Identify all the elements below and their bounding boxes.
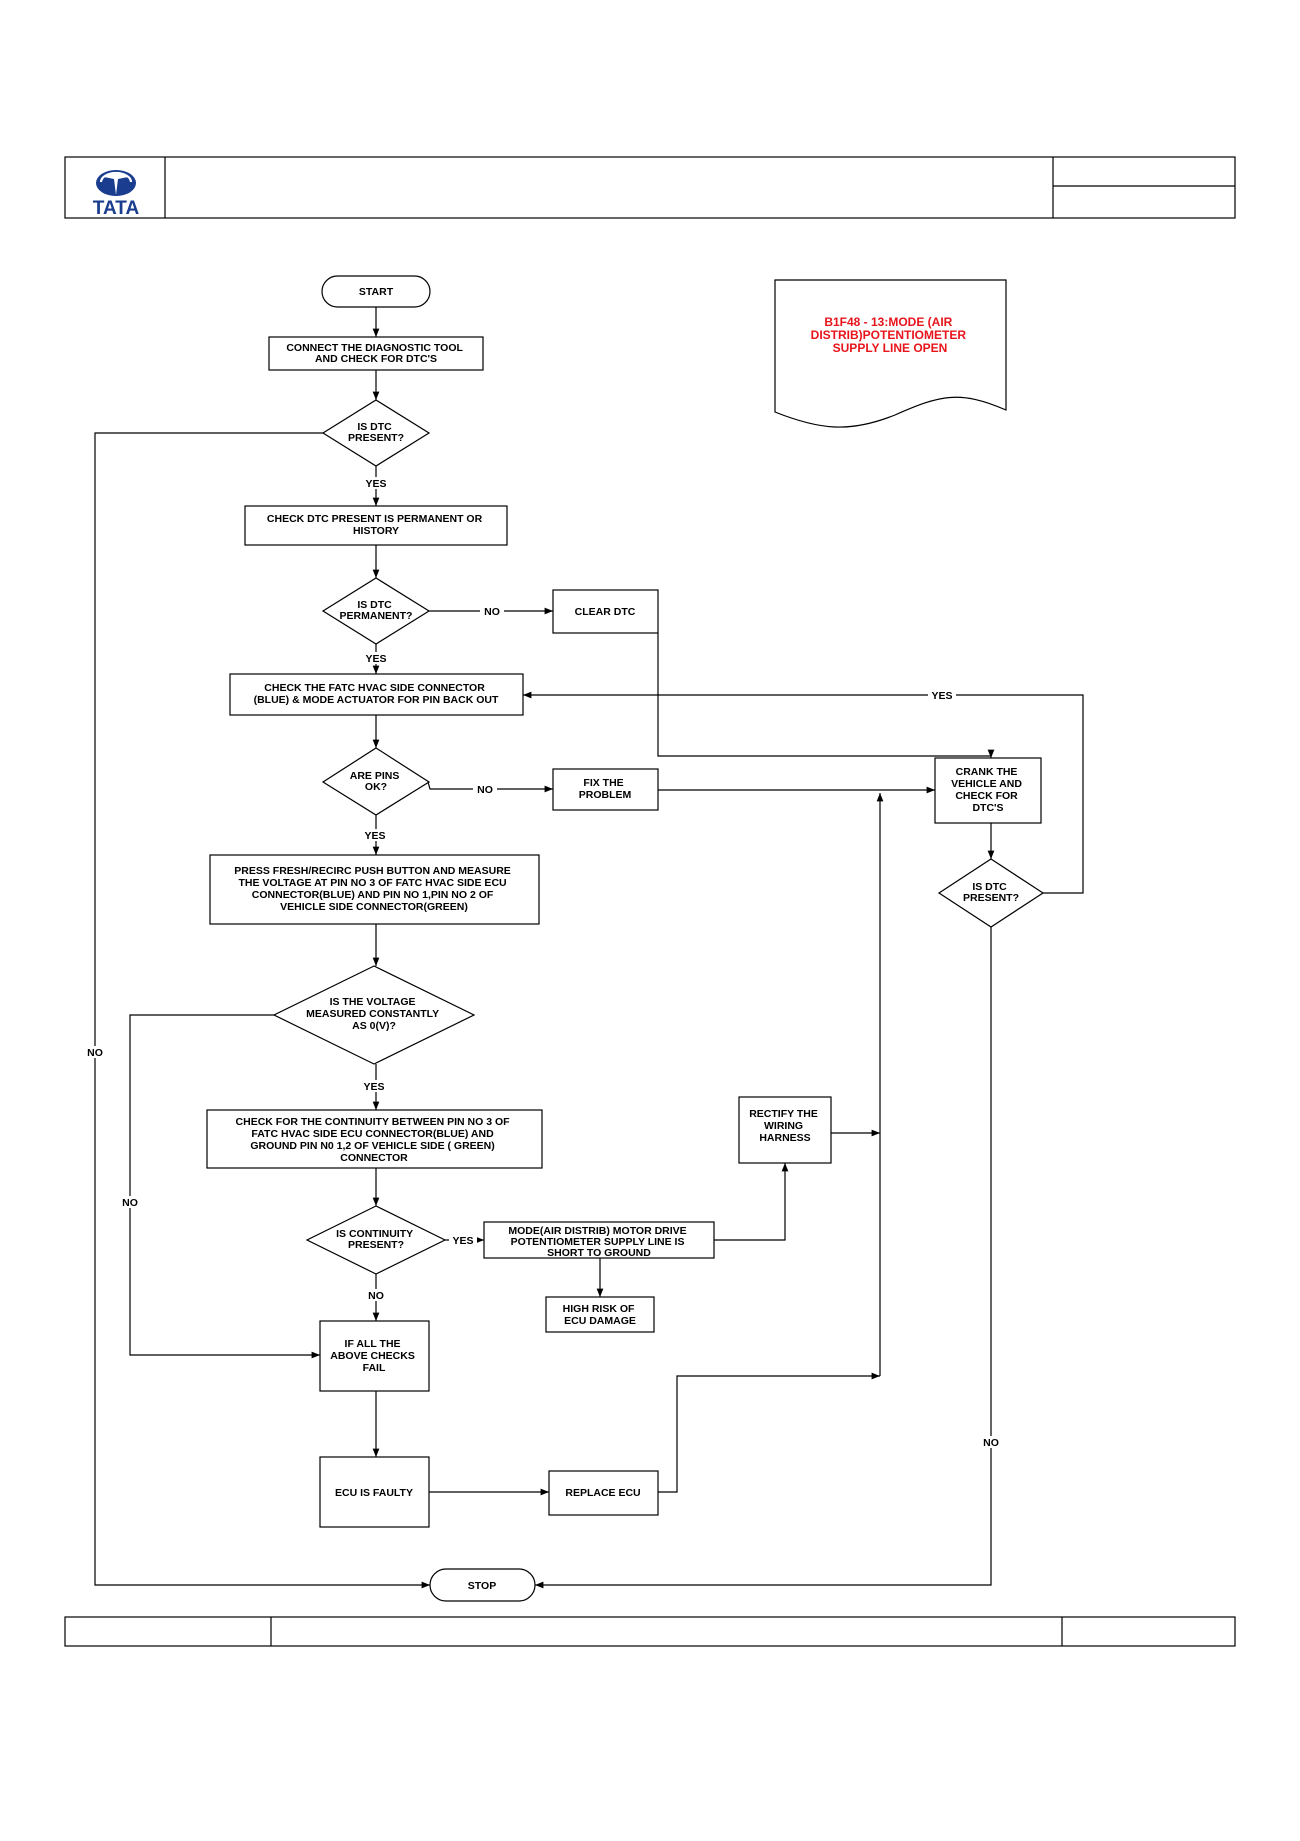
svg-text:IS DTC PRESENT?: IS DTC PRESENT? <box>963 881 1019 904</box>
svg-text:IS DTC PRESENT?: IS DTC PRESENT? <box>348 421 404 444</box>
page-header: TATA <box>64 156 1236 219</box>
dtc-note: B1F48 - 13:MODE (AIR DISTRIB)POTENTIOMET… <box>774 279 1007 428</box>
edge-labels: YES NO YES YES NO YES NO YES NO YES NO N… <box>84 477 1002 1449</box>
svg-text:IS DTC PERMANENT?: IS DTC PERMANENT? <box>340 599 413 622</box>
edge-label-yes: YES <box>365 478 386 490</box>
svg-text:ECU IS FAULTY: ECU IS FAULTY <box>335 1487 413 1499</box>
svg-text:IS CONTINUITY PRESENT?: IS CONTINUITY PRESENT? <box>336 1228 416 1251</box>
decision-is-voltage-zero: IS THE VOLTAGE MEASURED CONSTANTLY AS 0(… <box>272 965 476 1065</box>
svg-text:CLEAR DTC: CLEAR DTC <box>575 606 636 618</box>
svg-text:REPLACE ECU: REPLACE ECU <box>565 1487 640 1499</box>
edge-label-yes: YES <box>365 653 386 665</box>
svg-text:CONNECT THE DIAGNOSTIC TOOL: CONNECT THE DIAGNOSTIC TOOL AND CHECK FO… <box>286 342 465 365</box>
decision-is-dtc-permanent: IS DTC PERMANENT? <box>321 577 431 645</box>
svg-text:PRESS FRESH/RECIRC PUSH BUTTON: PRESS FRESH/RECIRC PUSH BUTTON AND MEASU… <box>234 865 513 913</box>
svg-text:RECTIFY THE WIRING: RECTIFY THE WIRING HARNESS <box>749 1108 821 1144</box>
edge-label-no: NO <box>484 606 500 618</box>
process-crank-vehicle: CRANK THE VEHICLE AND CHECK FOR DTC'S <box>934 757 1042 824</box>
decision-are-pins-ok: ARE PINS OK? <box>321 747 431 816</box>
process-fix-the-problem: FIX THE PROBLEM <box>552 768 659 811</box>
edge-label-no: NO <box>368 1290 384 1302</box>
edge-label-yes: YES <box>363 1081 384 1093</box>
svg-text:ARE PINS OK?: ARE PINS OK? <box>350 770 403 793</box>
page-footer <box>64 1616 1236 1647</box>
svg-text:CHECK FOR THE CONTINUITY BETWE: CHECK FOR THE CONTINUITY BETWEEN PIN NO … <box>236 1116 513 1164</box>
svg-text:IF ALL THE ABOVE CHECKS: IF ALL THE ABOVE CHECKS FAIL <box>330 1338 418 1374</box>
dtc-note-text: B1F48 - 13:MODE (AIR DISTRIB)POTENTIOMET… <box>811 315 970 355</box>
decision-is-continuity-present: IS CONTINUITY PRESENT? <box>305 1205 447 1275</box>
edge-label-yes: YES <box>364 830 385 842</box>
svg-text:STOP: STOP <box>468 1580 496 1592</box>
tata-logo: TATA <box>93 170 140 219</box>
tata-emblem-icon <box>96 170 136 196</box>
process-check-connector-pin-back-out: CHECK THE FATC HVAC SIDE CONNECTOR (BLUE… <box>229 673 524 716</box>
edge-label-no: NO <box>477 784 493 796</box>
svg-text:START: START <box>359 286 394 298</box>
edge-label-no: NO <box>87 1047 103 1059</box>
process-all-checks-fail: IF ALL THE ABOVE CHECKS FAIL <box>319 1320 430 1392</box>
edge-label-yes: YES <box>452 1235 473 1247</box>
process-replace-ecu: REPLACE ECU <box>548 1470 659 1516</box>
edge-label-no: NO <box>983 1437 999 1449</box>
warning-high-risk-ecu-damage: HIGH RISK OF ECU DAMAGE <box>545 1296 655 1333</box>
result-ecu-faulty: ECU IS FAULTY <box>319 1456 430 1528</box>
svg-text:IS THE VOLTAGE MEASURED: IS THE VOLTAGE MEASURED CONSTANTLY AS 0(… <box>306 996 442 1032</box>
svg-text:HIGH RISK OF ECU DAMAGE: HIGH RISK OF ECU DAMAGE <box>563 1303 638 1327</box>
svg-text:CRANK THE VEHICLE AND: CRANK THE VEHICLE AND CHECK FOR DTC'S <box>951 766 1025 814</box>
process-press-measure-voltage: PRESS FRESH/RECIRC PUSH BUTTON AND MEASU… <box>209 854 540 925</box>
edge-label-no: NO <box>122 1197 138 1209</box>
process-clear-dtc: CLEAR DTC <box>552 589 659 634</box>
svg-text:MODE(AIR DISTRIB) MOTOR DRIVE: MODE(AIR DISTRIB) MOTOR DRIVE POTENTIOME… <box>508 1225 689 1259</box>
process-check-continuity: CHECK FOR THE CONTINUITY BETWEEN PIN NO … <box>206 1109 543 1169</box>
process-rectify-wiring-harness: RECTIFY THE WIRING HARNESS <box>738 1096 832 1164</box>
start-terminator: START <box>321 275 431 308</box>
connectors <box>94 307 1084 1589</box>
decision-is-dtc-present-recheck: IS DTC PRESENT? <box>937 858 1045 928</box>
process-connect-diagnostic-tool: CONNECT THE DIAGNOSTIC TOOL AND CHECK FO… <box>268 336 484 371</box>
stop-terminator: STOP <box>429 1568 536 1602</box>
svg-text:CHECK DTC PRESENT IS PERMANEN: CHECK DTC PRESENT IS PERMANENT OR HISTOR… <box>267 513 485 537</box>
svg-text:CHECK THE FATC HVAC SIDE CONNE: CHECK THE FATC HVAC SIDE CONNECTOR (BLUE… <box>254 682 499 706</box>
svg-text:FIX THE PROBLEM: FIX THE PROBLEM <box>579 777 632 801</box>
decision-is-dtc-present: IS DTC PRESENT? <box>321 399 431 467</box>
result-short-to-ground: MODE(AIR DISTRIB) MOTOR DRIVE POTENTIOME… <box>483 1221 715 1259</box>
edge-label-yes: YES <box>931 690 952 702</box>
tata-wordmark: TATA <box>93 198 140 219</box>
process-check-dtc-permanent: CHECK DTC PRESENT IS PERMANENT OR HISTOR… <box>244 505 508 546</box>
